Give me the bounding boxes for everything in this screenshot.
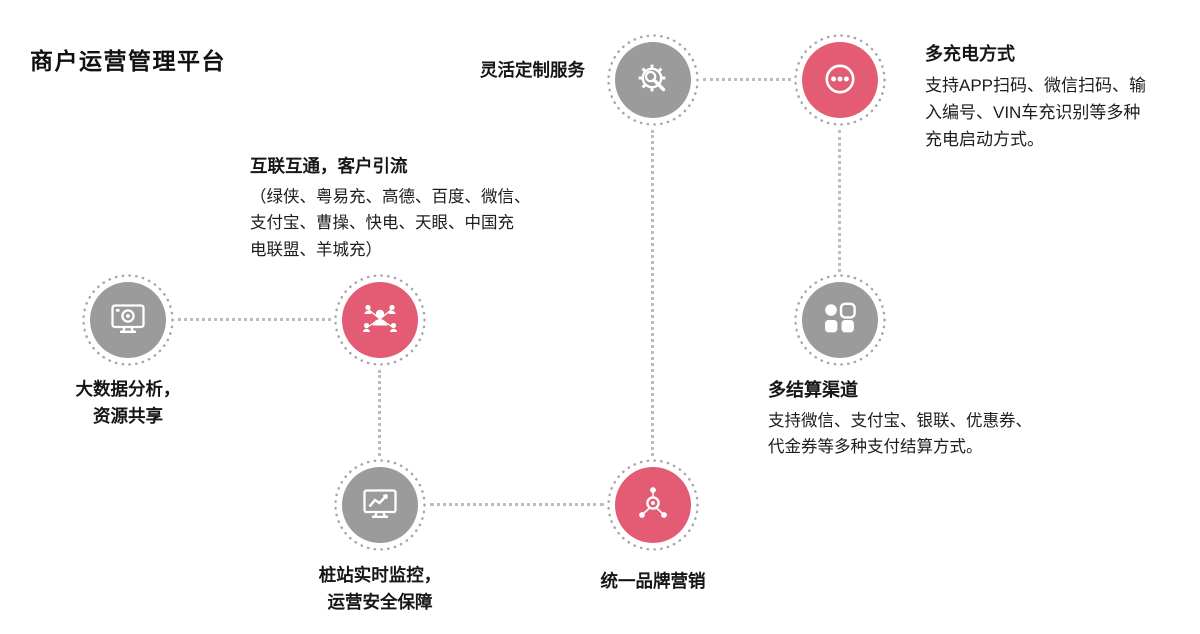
people-network-icon [363,304,397,332]
monitor-camera-icon [111,304,145,333]
app-grid-icon [825,302,856,333]
node-settlement [793,273,887,367]
settlement-desc: 支持微信、支付宝、银联、优惠券、 代金券等多种支付结算方式。 [768,412,1032,457]
label-branding: 统一品牌营销 [600,571,706,591]
node-branding [606,458,700,552]
settlement-title: 多结算渠道 [768,380,858,400]
label-monitoring: 桩站实时监控， 运营安全保障 [318,565,442,613]
node-big-data [81,273,175,367]
page-title: 商户运营管理平台 [30,48,226,74]
label-big-data: 大数据分析， 资源共享 [75,379,181,427]
node-charging-methods [793,33,887,127]
label-interconnect: 互联互通，客户引流 （绿侠、粤易充、高德、百度、微信、 支付宝、曹操、快电、天眼… [250,153,560,263]
label-settlement: 多结算渠道 支持微信、支付宝、银联、优惠券、 代金券等多种支付结算方式。 [768,376,1078,461]
more-dots-icon [825,64,855,94]
label-custom-service: 灵活定制服务 [480,60,585,80]
connector-interconnect-monitoring [378,370,381,456]
interconnect-title: 互联互通，客户引流 [250,156,408,176]
connector-monitoring-branding [430,503,604,506]
node-interconnect [333,273,427,367]
node-custom-service [606,33,700,127]
charging-desc: 支持APP扫码、微信扫码、输 入编号、VIN车充识别等多种 充电启动方式。 [925,76,1147,150]
brand-network-icon [639,487,667,518]
connector-customservice-charging [703,78,791,81]
label-charging-methods: 多充电方式 支持APP扫码、微信扫码、输 入编号、VIN车充识别等多种 充电启动… [925,40,1180,154]
gear-search-icon [638,64,666,92]
connector-charging-settlement [838,130,841,272]
monitor-chart-icon [363,489,397,518]
connector-bigdata-interconnect [178,318,331,321]
connector-branding-customservice [651,130,654,456]
interconnect-desc: （绿侠、粤易充、高德、百度、微信、 支付宝、曹操、快电、天眼、中国充 电联盟、羊… [250,188,531,259]
node-monitoring [333,458,427,552]
charging-title: 多充电方式 [925,44,1015,64]
